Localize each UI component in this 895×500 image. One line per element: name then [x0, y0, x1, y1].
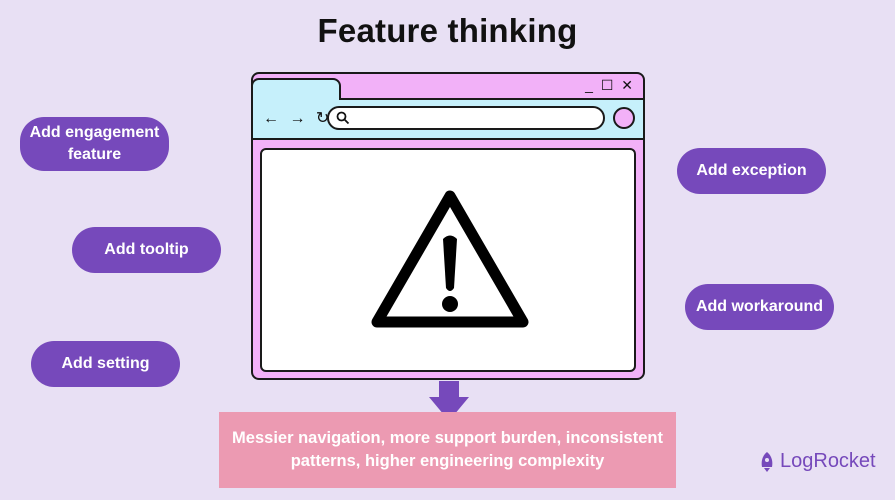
pill-add-exception: Add exception [677, 148, 826, 194]
logrocket-logo: LogRocket [758, 450, 876, 473]
address-bar [327, 106, 605, 130]
pill-add-tooltip: Add tooltip [72, 227, 221, 273]
pill-add-engagement-feature: Add engagement feature [20, 117, 169, 171]
search-icon [336, 111, 350, 125]
browser-viewport [260, 148, 636, 372]
warning-icon [371, 190, 529, 328]
page-title: Feature thinking [317, 12, 578, 49]
window-controls-icon: _ ☐ ✕ [585, 77, 635, 93]
profile-circle-icon [613, 107, 635, 129]
nav-arrows-icon: ← → ↻ [263, 110, 333, 127]
browser-window-illustration: _ ☐ ✕ ← → ↻ [251, 72, 645, 380]
browser-toolbar: ← → ↻ [253, 98, 643, 140]
pill-add-setting: Add setting [31, 341, 180, 387]
result-box: Messier navigation, more support burden,… [219, 412, 676, 488]
logo-text: LogRocket [780, 450, 876, 472]
pill-add-workaround: Add workaround [685, 284, 834, 330]
down-arrow-icon [429, 381, 469, 421]
rocket-icon [761, 451, 773, 472]
